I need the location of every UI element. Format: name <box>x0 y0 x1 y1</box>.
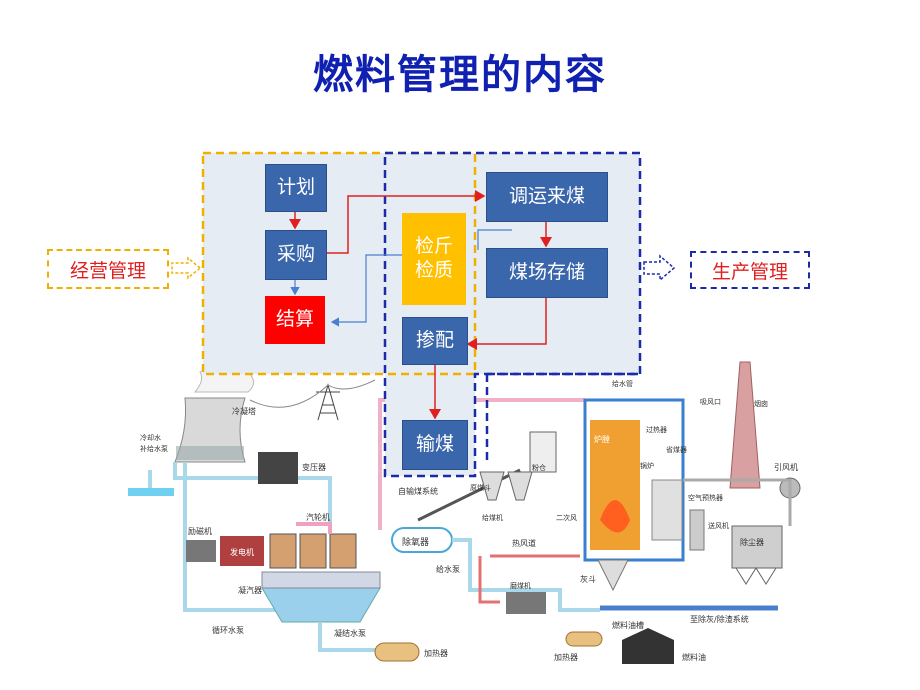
dust-collector-icon <box>731 525 783 569</box>
label-ash-hopper: 灰斗 <box>580 574 596 584</box>
label-ash-system: 至除灰/除渣系统 <box>690 614 749 624</box>
business-management-label: 经营管理 <box>47 249 169 289</box>
label-transformer: 变压器 <box>302 462 326 472</box>
label-feed-pump: 给水泵 <box>436 564 460 574</box>
label-condenser: 凝汽器 <box>238 585 262 595</box>
label-coal-hopper: 原煤斗 <box>470 483 491 492</box>
label-hot-air: 热风道 <box>512 538 536 548</box>
label-economizer: 省煤器 <box>666 445 687 454</box>
label-cooling-water: 冷却水 <box>140 433 161 442</box>
label-powder-bin: 粉仓 <box>532 463 546 472</box>
arrow-storage-blend <box>466 298 547 350</box>
label-generator: 发电机 <box>230 547 254 557</box>
water-basin <box>128 488 174 496</box>
label-cond-pump: 凝结水泵 <box>334 628 366 638</box>
label-chimney: 烟囱 <box>754 399 768 408</box>
inspect-box: 检斤 检质 <box>402 213 466 305</box>
label-circ-pump: 循环水泵 <box>212 625 244 635</box>
label-air-preheater: 空气预热器 <box>688 493 723 502</box>
label-fuel-tank: 燃料油槽 <box>612 620 644 630</box>
label-fuel-oil: 燃料油 <box>682 652 706 662</box>
production-management-label: 生产管理 <box>690 251 810 289</box>
label-air-inlet: 吸风口 <box>700 398 721 406</box>
arrow-storage-inspect <box>477 229 512 250</box>
label-draft-fan: 送风机 <box>708 521 729 530</box>
heater-icon <box>374 642 420 662</box>
label-exciter: 励磁机 <box>188 526 212 536</box>
transport-box: 调运来煤 <box>486 172 608 222</box>
label-boiler: 锅炉 <box>640 461 654 470</box>
fuel-tank-icon <box>622 628 674 664</box>
transmission-tower-icon <box>249 379 376 421</box>
turbine-icon <box>269 533 357 569</box>
conveyor-belt <box>417 468 521 522</box>
business-region-border <box>201 151 477 376</box>
settle-box: 结算 <box>265 296 325 344</box>
label-secondary-air: 二次风 <box>556 513 577 522</box>
production-region-border <box>383 151 642 478</box>
transformer-icon <box>258 452 298 484</box>
label-deaerator: 除氧器 <box>402 536 429 548</box>
powder-bin-icon <box>529 431 557 473</box>
label-furnace: 炉膛 <box>594 434 610 444</box>
page-title: 燃料管理的内容 <box>313 52 607 98</box>
arrow-purchase-transport <box>326 190 486 254</box>
inspect-quality-label: 检质 <box>414 259 453 281</box>
label-coal-feeder: 给煤机 <box>482 513 503 522</box>
inspect-weight-label: 检斤 <box>414 235 453 258</box>
air-preheater-icon <box>651 479 683 541</box>
label-heater-2: 加热器 <box>554 652 578 662</box>
label-supply-water: 补给水泵 <box>140 444 168 453</box>
label-turbine: 汽轮机 <box>306 512 330 522</box>
label-id-fan: 引风机 <box>774 462 798 472</box>
label-dust-collector: 除尘器 <box>740 537 764 547</box>
blend-box: 掺配 <box>402 317 468 365</box>
mill-icon <box>506 592 546 614</box>
production-arrow-icon <box>643 254 676 282</box>
feed-box: 输煤 <box>402 420 468 470</box>
storage-box: 煤场存储 <box>486 248 608 298</box>
ash-hopper-icon <box>597 559 629 592</box>
label-heater-1: 加热器 <box>424 648 448 658</box>
business-arrow-icon <box>171 256 202 280</box>
arrow-inspect-settle <box>330 254 402 327</box>
label-mill: 磨煤机 <box>510 581 531 590</box>
generator-icon <box>220 536 264 566</box>
exciter-icon <box>186 540 216 562</box>
draft-fan-icon <box>689 509 705 551</box>
label-cooling-tower: 冷凝塔 <box>232 406 256 416</box>
label-coal-system: 自输煤系统 <box>398 486 438 496</box>
chimney-icon <box>729 361 761 489</box>
label-superheater: 过热器 <box>646 425 667 434</box>
label-feed-pipe: 给水管 <box>612 379 633 388</box>
coal-hopper-icon <box>479 471 533 501</box>
purchase-box: 采购 <box>265 230 327 280</box>
plan-box: 计划 <box>265 164 327 212</box>
